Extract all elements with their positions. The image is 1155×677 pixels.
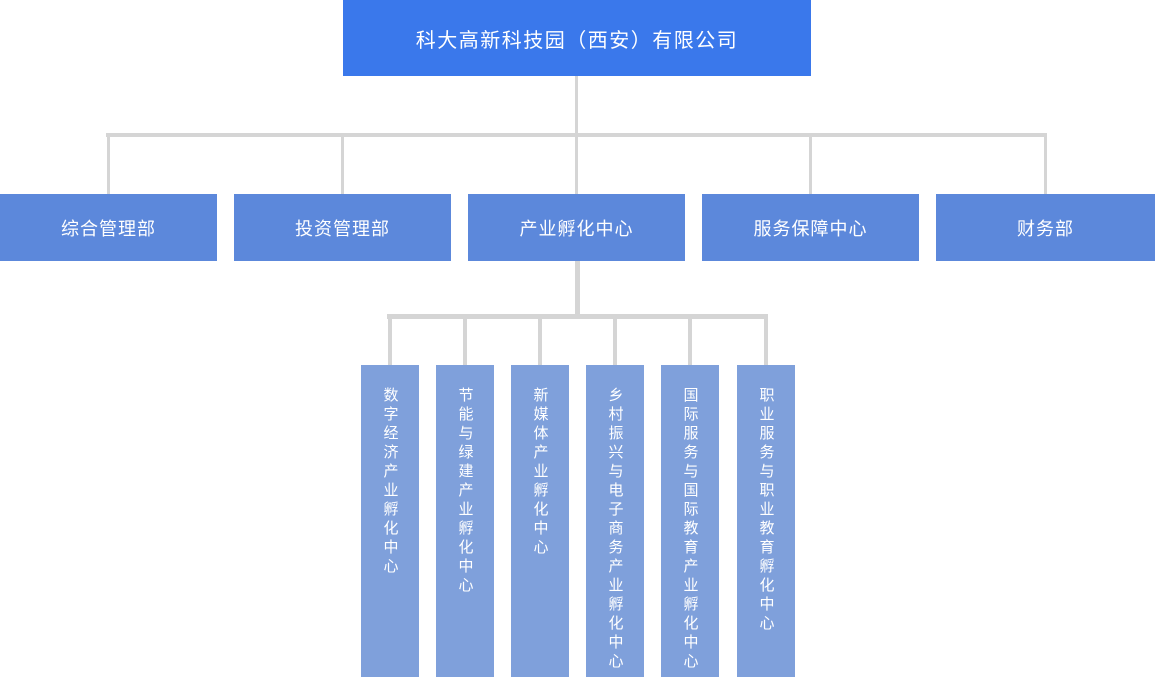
sub-label-digital-economy: 数字经济产业孵化中心 [381, 387, 399, 577]
root-company-label: 科大高新科技园（西安）有限公司 [415, 29, 739, 52]
connector-drop-finance [1044, 137, 1047, 194]
connector-drop-industry-incubation [575, 137, 578, 194]
sub-box-energy-green-building: 节能与绿建产业孵化中心 [436, 365, 494, 677]
connector-drop-digital-economy [388, 319, 392, 365]
dept-label-investment-management: 投资管理部 [295, 218, 390, 239]
sub-label-international-service-education: 国际服务与国际教育产业孵化中心 [681, 387, 699, 672]
connector-drop-vocational-service-education [764, 319, 768, 365]
sub-box-international-service-education: 国际服务与国际教育产业孵化中心 [661, 365, 719, 677]
root-company-box: 科大高新科技园（西安）有限公司 [343, 0, 811, 76]
dept-box-industry-incubation: 产业孵化中心 [468, 194, 685, 261]
connector-drop-service-support [809, 137, 812, 194]
dept-box-finance: 财务部 [936, 194, 1155, 261]
connector-incubation-rail [387, 314, 768, 319]
sub-label-vocational-service-education: 职业服务与职业教育孵化中心 [757, 387, 775, 634]
sub-box-vocational-service-education: 职业服务与职业教育孵化中心 [737, 365, 795, 677]
connector-drop-rural-revitalization-ecommerce [613, 319, 617, 365]
dept-label-general-admin: 综合管理部 [61, 218, 156, 239]
connector-root-stem [575, 76, 578, 133]
connector-drop-investment-management [341, 137, 344, 194]
dept-box-investment-management: 投资管理部 [234, 194, 451, 261]
connector-drop-international-service-education [688, 319, 692, 365]
connector-drop-energy-green-building [463, 319, 467, 365]
dept-label-industry-incubation: 产业孵化中心 [519, 218, 634, 239]
connector-departments-rail [106, 133, 1047, 137]
sub-label-new-media: 新媒体产业孵化中心 [531, 387, 549, 558]
connector-drop-general-admin [107, 137, 110, 194]
sub-box-digital-economy: 数字经济产业孵化中心 [361, 365, 419, 677]
sub-box-new-media: 新媒体产业孵化中心 [511, 365, 569, 677]
sub-label-energy-green-building: 节能与绿建产业孵化中心 [456, 387, 474, 596]
dept-box-service-support: 服务保障中心 [702, 194, 919, 261]
connector-drop-new-media [538, 319, 542, 365]
sub-box-rural-revitalization-ecommerce: 乡村振兴与电子商务产业孵化中心 [586, 365, 644, 677]
sub-label-rural-revitalization-ecommerce: 乡村振兴与电子商务产业孵化中心 [606, 387, 624, 672]
dept-box-general-admin: 综合管理部 [0, 194, 217, 261]
dept-label-service-support: 服务保障中心 [753, 218, 868, 239]
dept-label-finance: 财务部 [1017, 218, 1074, 239]
connector-incubation-stem [575, 261, 580, 314]
